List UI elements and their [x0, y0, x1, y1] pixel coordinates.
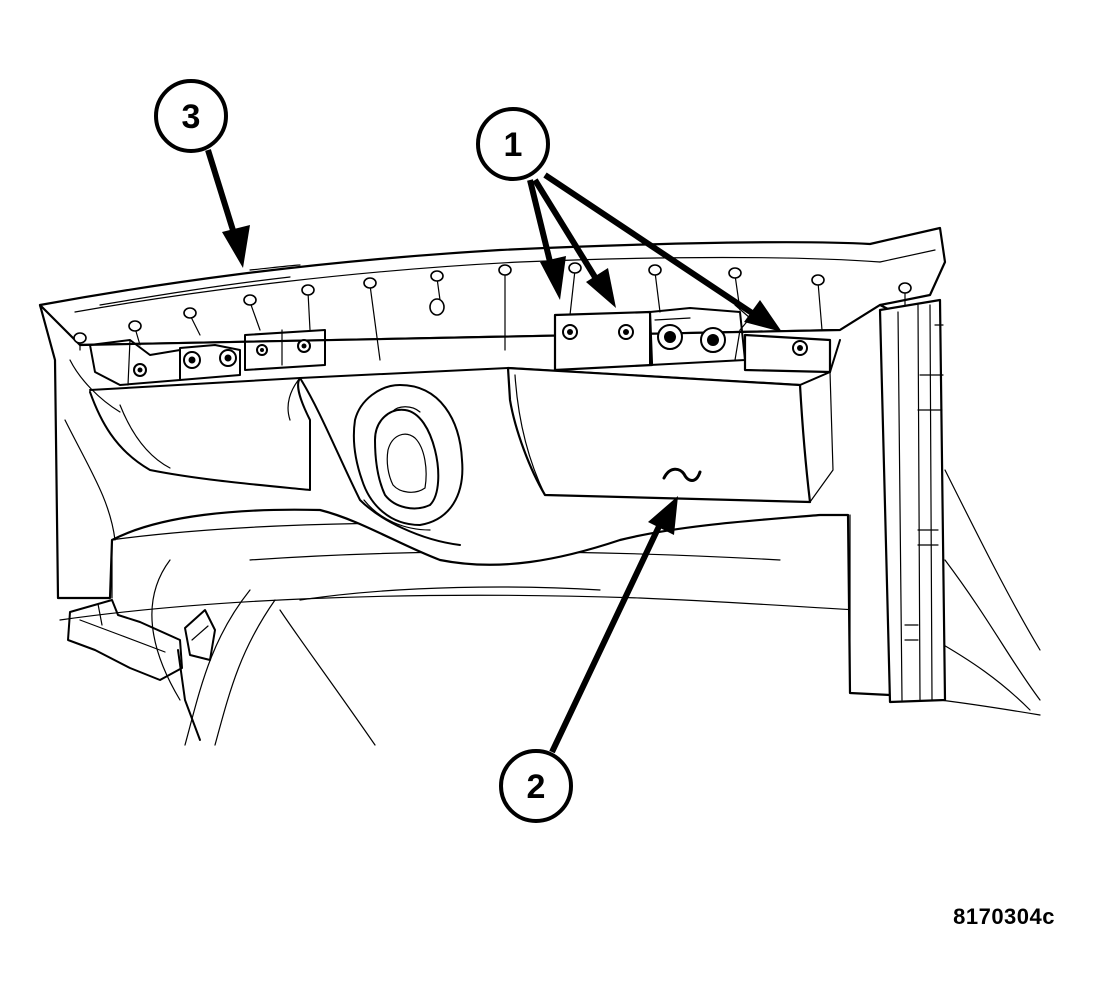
- figure-code: 8170304c: [953, 904, 1055, 929]
- a-pillar: [849, 298, 947, 704]
- callout-2-arrowhead: [648, 496, 678, 535]
- callout-2-label: 2: [527, 768, 546, 806]
- callout-2: 2: [499, 496, 678, 823]
- steering-column-opening: [299, 377, 464, 546]
- right-bolts: [562, 324, 808, 356]
- left-lower-trim-panel: [89, 377, 311, 491]
- callout-3: 3: [154, 79, 250, 268]
- left-mounting-brackets: [89, 329, 326, 386]
- callout-1-arrowhead-c: [744, 300, 782, 332]
- lower-left-bracket: [67, 599, 216, 741]
- callout-1-arrowhead-a: [540, 256, 566, 300]
- callout-1-arrowhead-b: [586, 268, 616, 308]
- left-bolts: [133, 339, 311, 377]
- callout-1-label: 1: [504, 126, 523, 164]
- tilde-mark: [662, 467, 702, 482]
- right-lower-trim-panel: [506, 366, 834, 504]
- instrument-panel-top-cover: [38, 226, 947, 347]
- callout-1: 1: [476, 107, 782, 332]
- retainer-clips: [73, 262, 912, 361]
- callout-3-label: 3: [182, 98, 201, 136]
- callout-3-arrowhead: [222, 225, 250, 268]
